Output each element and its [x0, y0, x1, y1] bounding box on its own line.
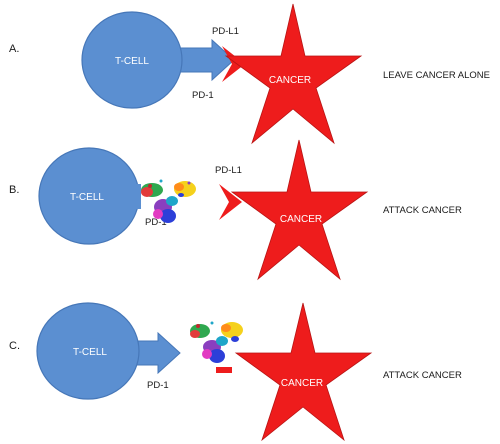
panel-c-tcell — [36, 302, 140, 400]
panel-c-pd1-label: PD-1 — [147, 380, 169, 391]
panel-a-outcome: LEAVE CANCER ALONE — [383, 70, 490, 81]
panel-b-pdl1-ligand — [219, 184, 242, 220]
panel-a-cancer-label: CANCER — [269, 75, 311, 86]
panel-a-pdl1-ligand — [222, 46, 245, 82]
panel-b-letter: B. — [9, 184, 19, 196]
panel-c-outcome: ATTACK CANCER — [383, 370, 462, 381]
panel-c-pdl1-fragment — [216, 367, 232, 373]
panel-a-letter: A. — [9, 43, 19, 55]
panel-a-tcell-label: T-CELL — [115, 56, 149, 67]
panel-c-cancer-star — [234, 302, 373, 442]
panel-c: C. T-CELL PD-1 CANCER ATTACK CANCER — [9, 302, 462, 442]
panel-a: A. T-CELL CANCER PD-L1 PD-1 LEAVE CANCER… — [9, 3, 490, 145]
panel-b-outcome: ATTACK CANCER — [383, 205, 462, 216]
panel-b-tcell-label: T-CELL — [70, 192, 104, 203]
panel-c-cancer-label: CANCER — [281, 378, 323, 389]
panel-c-letter: C. — [9, 340, 20, 352]
panel-a-cancer-star — [224, 3, 363, 145]
panel-b-pdl1-label: PD-L1 — [215, 165, 242, 176]
panel-b-antibody-molecule — [141, 179, 196, 223]
panel-b-pd1-stub — [136, 184, 141, 209]
panel-a-pdl1-label: PD-L1 — [212, 26, 239, 37]
panel-b-pd1-label: PD-1 — [145, 217, 167, 228]
panel-b-cancer-star — [230, 139, 369, 281]
panel-c-antibody-molecule — [190, 321, 243, 363]
panel-a-pd1-label: PD-1 — [192, 90, 214, 101]
panel-b: B. T-CELL PD-1 PD-L1 CANCER AT — [9, 139, 462, 281]
panel-c-tcell-label: T-CELL — [73, 347, 107, 358]
panel-a-tcell — [81, 11, 183, 109]
panel-b-cancer-label: CANCER — [280, 214, 322, 225]
